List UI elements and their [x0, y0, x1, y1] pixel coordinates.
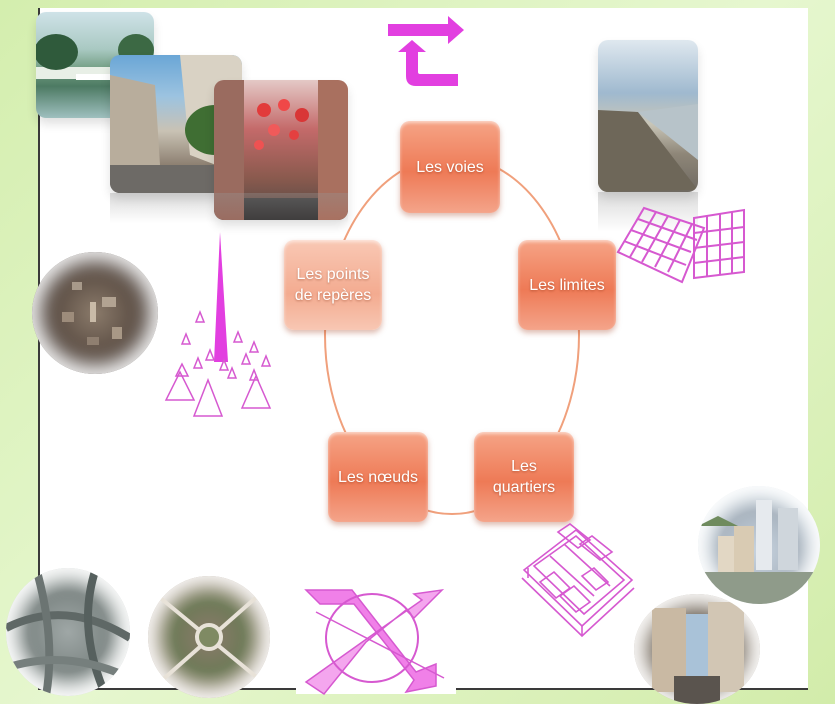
node-reperes-label: Les points de repères: [294, 266, 372, 304]
city-street-photo: [634, 594, 760, 704]
node-quartiers: Les quartiers: [474, 432, 574, 522]
chinatown-lanterns-photo: [214, 80, 348, 220]
aerial-square-photo: [148, 576, 270, 698]
highway-interchange-photo: [6, 568, 130, 696]
river-embankment-photo: [598, 40, 698, 192]
node-quartiers-label: Les quartiers: [492, 458, 556, 496]
node-voies-label: Les voies: [416, 158, 484, 176]
grid-limits-icon: [616, 206, 745, 284]
node-limites: Les limites: [518, 240, 616, 330]
return-arrow-icon: [388, 16, 464, 86]
node-limites-label: Les limites: [529, 276, 605, 294]
district-blocks-icon: [521, 523, 635, 638]
node-noeuds-label: Les nœuds: [337, 468, 419, 486]
highrise-buildings-photo: [698, 486, 820, 604]
node-noeuds: Les nœuds: [328, 432, 428, 522]
landmark-triangles-icon: [164, 232, 272, 417]
intersection-node-icon: [296, 582, 456, 696]
node-reperes: Les points de repères: [284, 240, 382, 330]
photos-reflection: [110, 193, 348, 223]
aerial-city-photo: [32, 252, 158, 374]
node-voies: Les voies: [400, 121, 500, 213]
